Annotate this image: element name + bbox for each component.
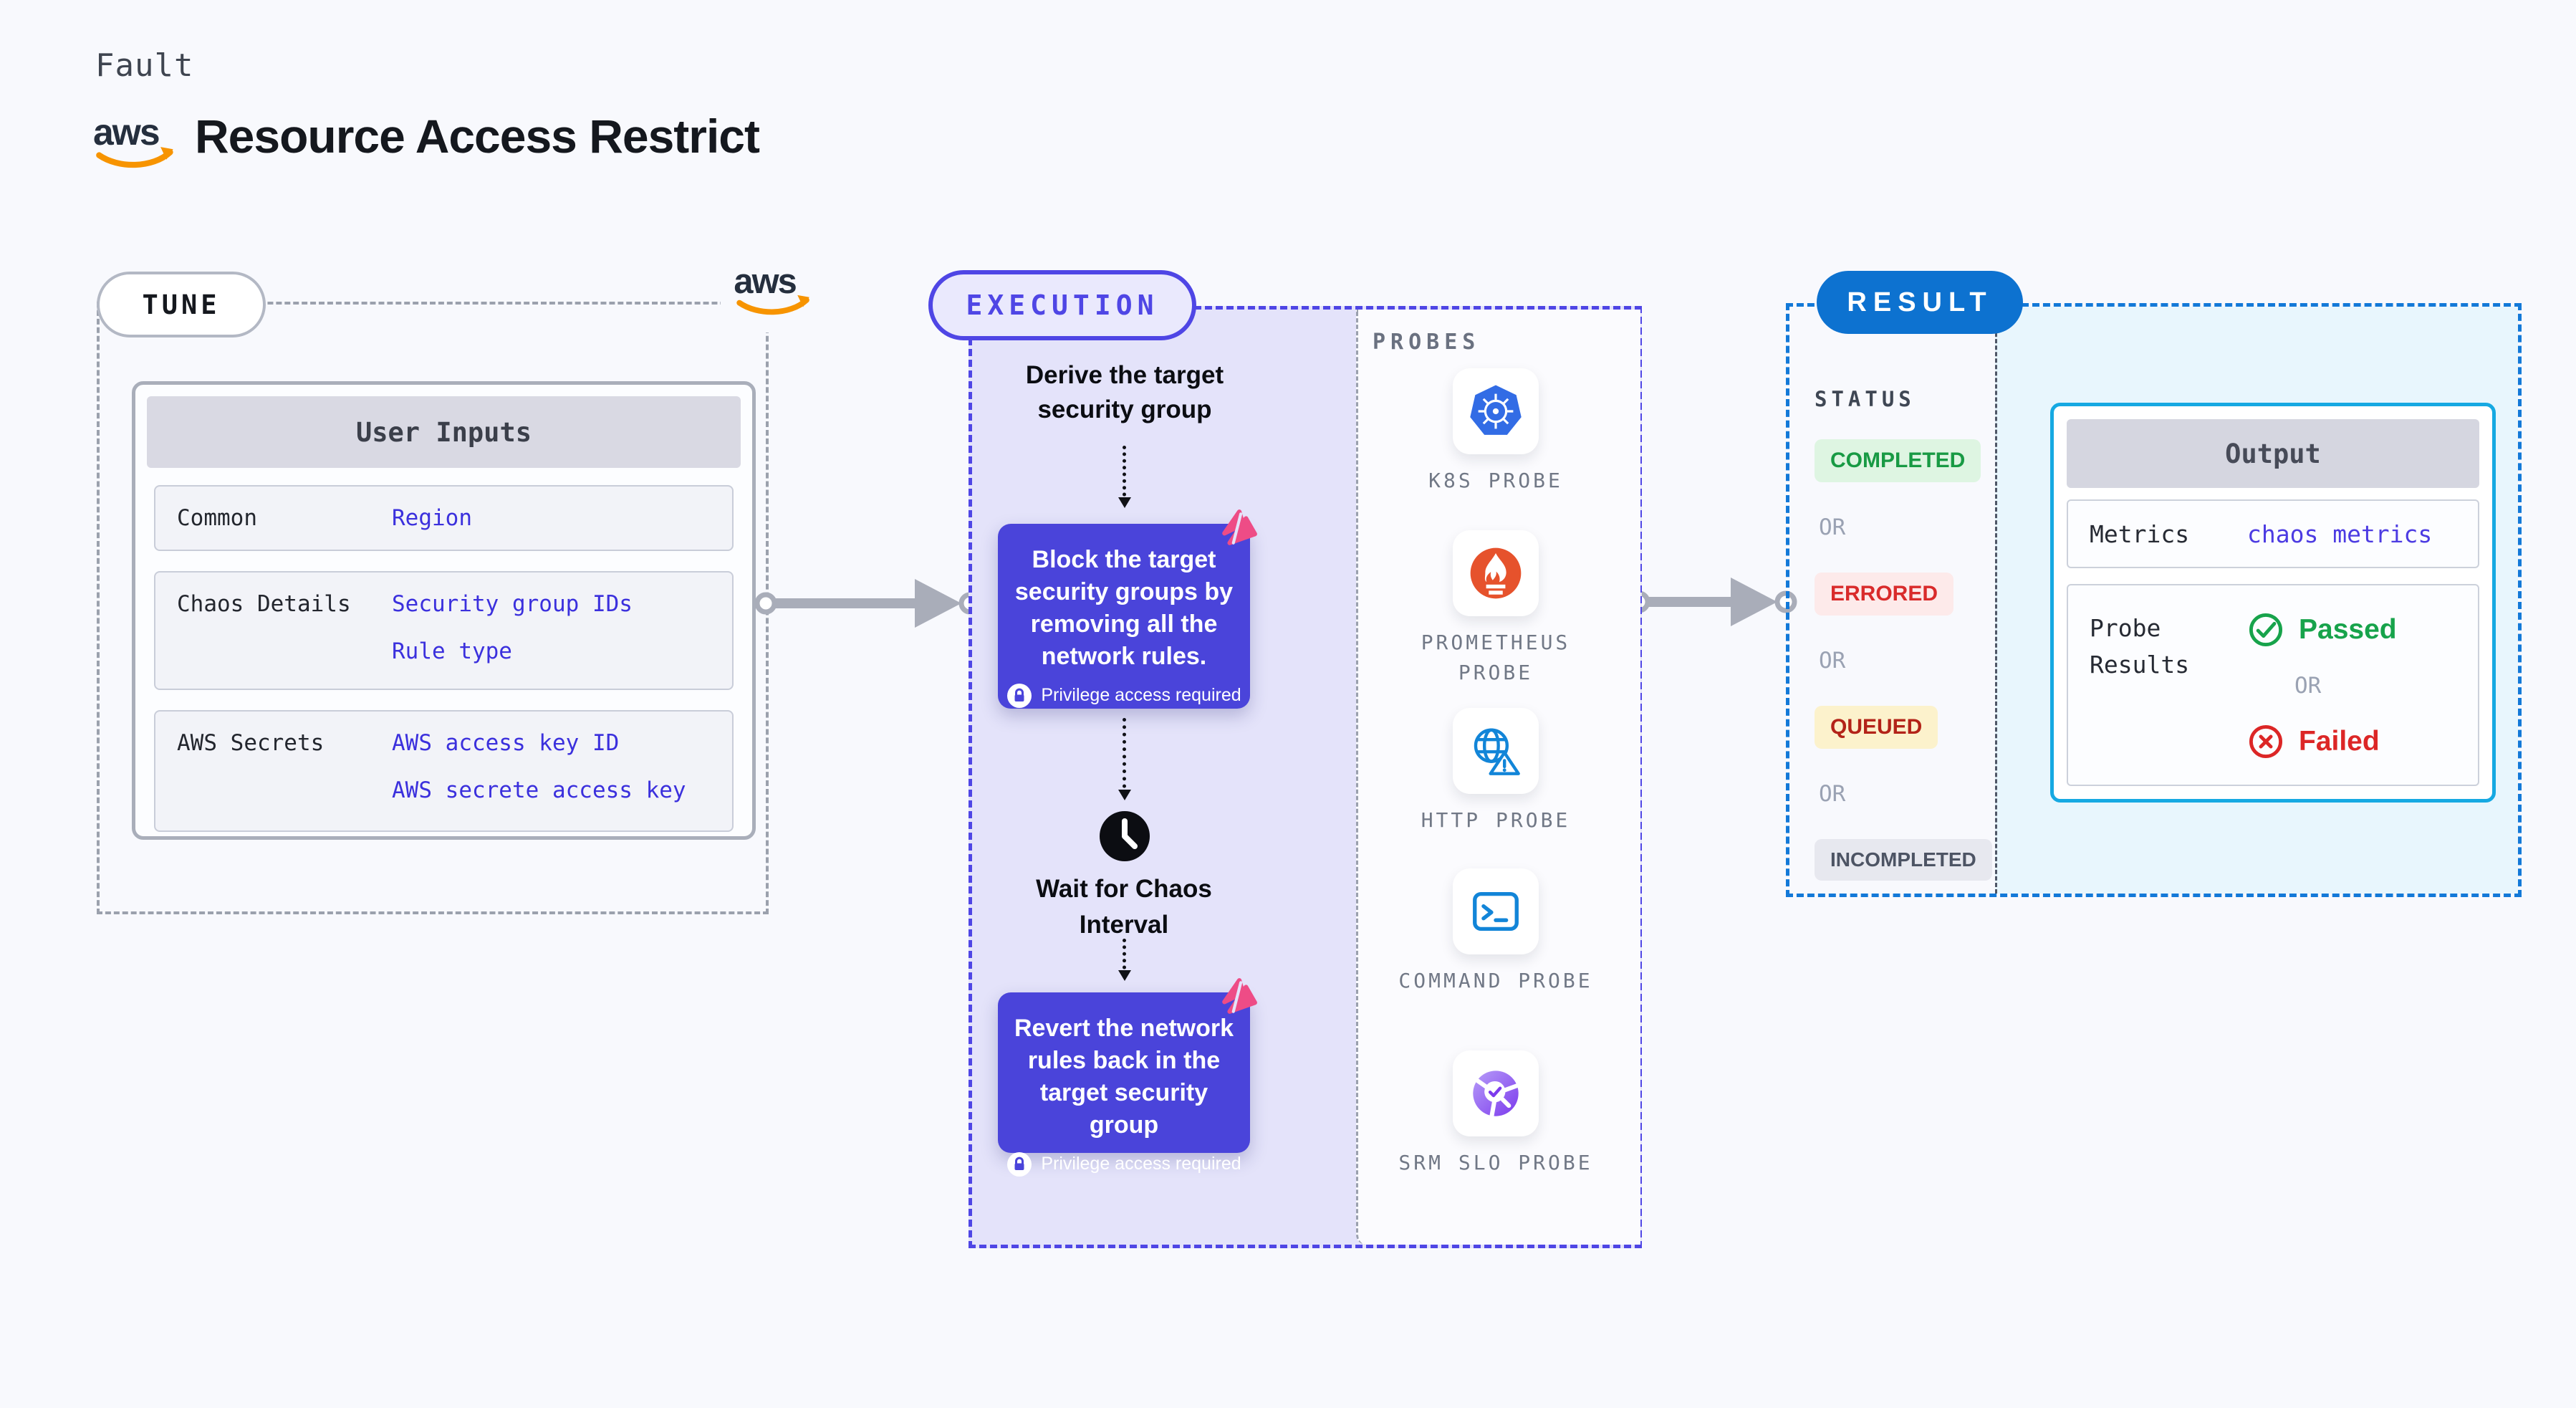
step-text: Block the target security groups by remo… (1014, 546, 1234, 670)
probe-command: COMMAND PROBE (1374, 868, 1618, 996)
flow-arrow-icon (1118, 446, 1131, 508)
prometheus-icon (1470, 547, 1522, 599)
status-title: STATUS (1815, 387, 1916, 411)
probe-card (1453, 708, 1539, 794)
status-badge-queued: QUEUED (1815, 706, 1938, 749)
output-header: Output (2067, 419, 2479, 488)
clock-icon (1100, 811, 1150, 861)
user-inputs-header: User Inputs (147, 396, 741, 468)
step-derive: Derive the target security group (1025, 361, 1224, 423)
metrics-label: Metrics (2090, 519, 2190, 548)
kubernetes-icon (1470, 385, 1522, 435)
row-label: Chaos Details (177, 591, 351, 617)
step-block-network-rules: Block the target security groups by remo… (998, 509, 1257, 709)
row-value: AWS access key ID (392, 730, 620, 756)
probe-card (1453, 868, 1539, 954)
probe-srm-slo: SRM SLO PROBE (1374, 1050, 1618, 1178)
lock-icon (1007, 683, 1032, 708)
probe-card (1453, 1050, 1539, 1136)
page-title: Resource Access Restrict (195, 110, 760, 163)
probe-k8s: K8S PROBE (1374, 368, 1618, 496)
probes-title: PROBES (1373, 330, 1481, 355)
row-value: Rule type (392, 638, 512, 664)
status-column: STATUS COMPLETED OR ERRORED OR QUEUED OR… (1815, 387, 1994, 881)
privilege-label: Privilege access required (1041, 685, 1241, 705)
privilege-label: Privilege access required (1041, 1154, 1241, 1174)
metrics-value: chaos metrics (2247, 519, 2433, 548)
passed-label: Passed (2299, 614, 2397, 645)
probe-label: SRM SLO PROBE (1398, 1151, 1593, 1174)
probe-prometheus: PROMETHEUS PROBE (1374, 530, 1618, 688)
probe-card (1453, 368, 1539, 454)
status-badge-completed: COMPLETED (1815, 439, 1981, 482)
table-row-chaos-details: Chaos Details Security group IDs Rule ty… (154, 571, 734, 690)
row-value: Security group IDs (392, 591, 633, 617)
metrics-row: Metrics chaos metrics (2067, 499, 2479, 568)
terminal-icon (1473, 891, 1519, 932)
flow-arrow-icon (1118, 939, 1131, 981)
result-badge: RESULT (1817, 271, 2023, 334)
row-label: Common (177, 505, 257, 531)
tune-to-execution-arrow-icon (754, 579, 981, 628)
probe-result-passed: Passed (2247, 611, 2397, 648)
table-row-aws-secrets: AWS Secrets AWS access key ID AWS secret… (154, 710, 734, 832)
row-value: Region (392, 505, 472, 531)
probe-results-label: Probe Results (2090, 614, 2190, 679)
slo-donut-check-icon (1473, 1071, 1520, 1119)
step-text: Revert the network rules back in the tar… (1014, 1015, 1234, 1139)
row-label: AWS Secrets (177, 730, 325, 756)
x-circle-icon (2249, 724, 2283, 759)
row-value: AWS secrete access key (392, 777, 686, 803)
or-separator: OR (2294, 673, 2322, 699)
chaos-icon (1222, 978, 1257, 1014)
aws-logo: aws (93, 111, 181, 175)
failed-label: Failed (2299, 726, 2380, 757)
probe-result-failed: Failed (2247, 723, 2380, 760)
step-revert-network-rules: Revert the network rules back in the tar… (998, 978, 1257, 1177)
svg-text:aws: aws (734, 262, 796, 301)
flow-arrow-icon (1118, 718, 1131, 800)
aws-logo-small: aws (721, 251, 830, 332)
step-wait: Wait for Chaos Interval (1036, 875, 1212, 939)
privilege-note: Privilege access required (998, 1151, 1250, 1177)
svg-text:aws: aws (93, 112, 159, 153)
http-globe-warning-icon (1474, 728, 1520, 775)
check-circle-icon (2249, 613, 2283, 647)
chaos-icon (1222, 509, 1257, 545)
execution-badge: EXECUTION (928, 270, 1196, 340)
output-table: Output Metrics chaos metrics Probe Resul… (2050, 403, 2496, 803)
probe-results-row: Probe Results Passed OR Failed (2067, 584, 2479, 786)
probe-http: HTTP PROBE (1374, 708, 1618, 835)
or-separator: OR (1819, 514, 1846, 540)
or-separator: OR (1819, 648, 1846, 674)
or-separator: OR (1819, 781, 1846, 807)
execution-to-result-arrow-icon (1628, 578, 1797, 626)
lock-icon (1007, 1151, 1032, 1177)
probe-label: HTTP PROBE (1421, 808, 1571, 832)
fault-eyebrow: Fault (95, 47, 194, 84)
user-inputs-table: User Inputs Common Region Chaos Details … (132, 381, 756, 840)
probe-label: PROMETHEUS PROBE (1421, 631, 1571, 684)
table-row-common: Common Region (154, 485, 734, 551)
privilege-note: Privilege access required (998, 683, 1250, 709)
status-badge-errored: ERRORED (1815, 573, 1954, 616)
tune-badge: TUNE (97, 272, 266, 337)
probe-card (1453, 530, 1539, 616)
status-badge-incompleted: INCOMPLETED (1815, 839, 1992, 881)
probe-label: K8S PROBE (1428, 469, 1563, 492)
probe-label: COMMAND PROBE (1398, 969, 1593, 992)
